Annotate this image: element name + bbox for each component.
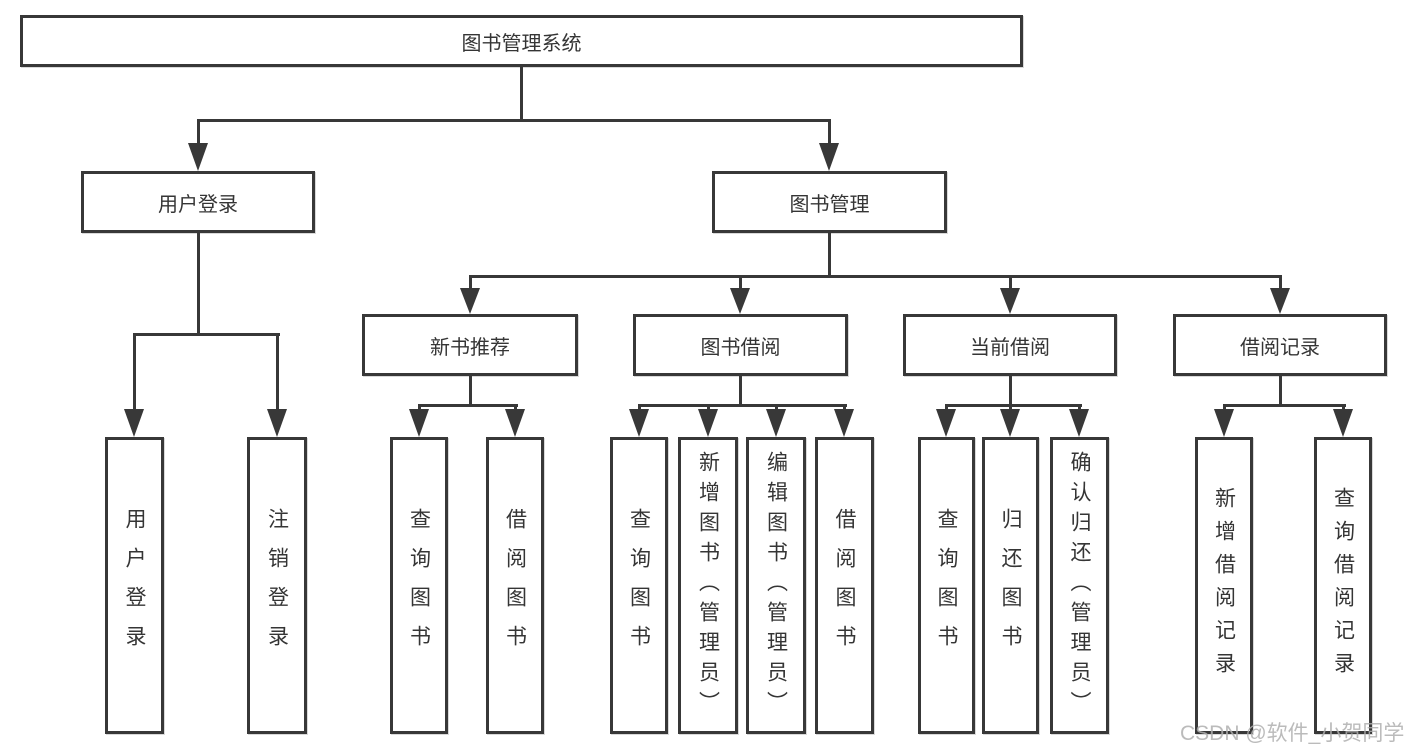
arrow-down-icon <box>629 409 649 437</box>
leaf-query-books-borrowing: 查询图书 <box>610 437 668 734</box>
leaf-borrow-books-recommend: 借阅图书 <box>486 437 544 734</box>
arrow-down-icon <box>460 288 480 314</box>
connector-line <box>1279 275 1282 292</box>
connector-line <box>828 231 831 278</box>
node-label: 确认归还（管理员） <box>1068 450 1091 721</box>
connector-line <box>945 404 1082 407</box>
node-root-library-system: 图书管理系统 <box>20 15 1023 67</box>
node-label: 借阅记录 <box>1240 336 1320 359</box>
node-current-borrowing: 当前借阅 <box>903 314 1117 376</box>
leaf-edit-books-admin: 编辑图书（管理员） <box>746 437 806 734</box>
connector-line <box>469 275 1282 278</box>
leaf-logout: 注销登录 <box>247 437 307 734</box>
node-borrowing-records: 借阅记录 <box>1173 314 1387 376</box>
node-label: 用户登录 <box>158 193 238 216</box>
node-label: 编辑图书（管理员） <box>764 450 788 721</box>
connector-line <box>469 275 472 292</box>
arrow-down-icon <box>188 143 208 171</box>
leaf-query-borrow-record: 查询借阅记录 <box>1314 437 1372 734</box>
connector-line <box>197 119 831 122</box>
connector-line <box>638 404 847 407</box>
leaf-user-login: 用户登录 <box>105 437 164 734</box>
node-label: 新书推荐 <box>430 336 510 359</box>
arrow-down-icon <box>936 409 956 437</box>
arrow-down-icon <box>698 409 718 437</box>
node-label: 图书管理系统 <box>461 32 582 55</box>
leaf-confirm-return-admin: 确认归还（管理员） <box>1050 437 1109 734</box>
node-label: 当前借阅 <box>970 336 1050 359</box>
node-label: 注销登录 <box>265 507 289 664</box>
arrow-down-icon <box>267 409 287 437</box>
connector-line <box>739 374 742 407</box>
connector-line <box>1223 404 1346 407</box>
node-label: 用户登录 <box>123 507 146 664</box>
node-label: 新增借阅记录 <box>1212 486 1236 685</box>
node-label: 图书管理 <box>789 193 870 216</box>
node-book-management-branch: 图书管理 <box>712 171 947 233</box>
connector-line <box>1009 275 1012 292</box>
node-label: 查询图书 <box>627 507 651 664</box>
arrow-down-icon <box>1333 409 1353 437</box>
connector-line <box>133 333 280 336</box>
node-label: 图书借阅 <box>700 336 781 359</box>
node-label: 借阅图书 <box>503 507 527 664</box>
leaf-add-books-admin: 新增图书（管理员） <box>678 437 738 734</box>
arrow-down-icon <box>409 409 429 437</box>
node-label: 归还图书 <box>999 507 1022 664</box>
arrow-down-icon <box>1000 288 1020 314</box>
leaf-borrow-books-borrowing: 借阅图书 <box>815 437 874 734</box>
arrow-down-icon <box>1069 409 1089 437</box>
csdn-watermark: CSDN @软件_小贺同学 <box>1180 722 1405 745</box>
connector-line <box>1009 374 1012 407</box>
connector-line <box>520 66 523 120</box>
connector-line <box>469 374 472 407</box>
connector-line <box>828 119 831 147</box>
arrow-down-icon <box>1214 409 1234 437</box>
arrow-down-icon <box>1270 288 1290 314</box>
node-user-login-branch: 用户登录 <box>81 171 315 233</box>
node-label: 查询图书 <box>407 507 431 664</box>
node-label: 查询借阅记录 <box>1331 486 1355 685</box>
arrow-down-icon <box>505 409 525 437</box>
arrow-down-icon <box>730 288 750 314</box>
node-label: 查询图书 <box>935 507 958 664</box>
leaf-add-borrow-record: 新增借阅记录 <box>1195 437 1253 734</box>
connector-line <box>276 333 279 413</box>
connector-line <box>197 231 200 336</box>
connector-line <box>133 333 136 413</box>
leaf-query-books-recommend: 查询图书 <box>390 437 448 734</box>
node-book-borrowing: 图书借阅 <box>633 314 848 376</box>
leaf-return-books: 归还图书 <box>982 437 1039 734</box>
node-label: 新增图书（管理员） <box>696 450 720 721</box>
arrow-down-icon <box>1000 409 1020 437</box>
connector-line <box>197 119 200 147</box>
connector-line <box>1279 374 1282 407</box>
arrow-down-icon <box>766 409 786 437</box>
arrow-down-icon <box>834 409 854 437</box>
node-label: 借阅图书 <box>833 507 856 664</box>
connector-line <box>418 404 518 407</box>
arrow-down-icon <box>124 409 144 437</box>
arrow-down-icon <box>819 143 839 171</box>
connector-line <box>739 275 742 292</box>
node-new-book-recommendation: 新书推荐 <box>362 314 578 376</box>
leaf-query-books-current: 查询图书 <box>918 437 975 734</box>
